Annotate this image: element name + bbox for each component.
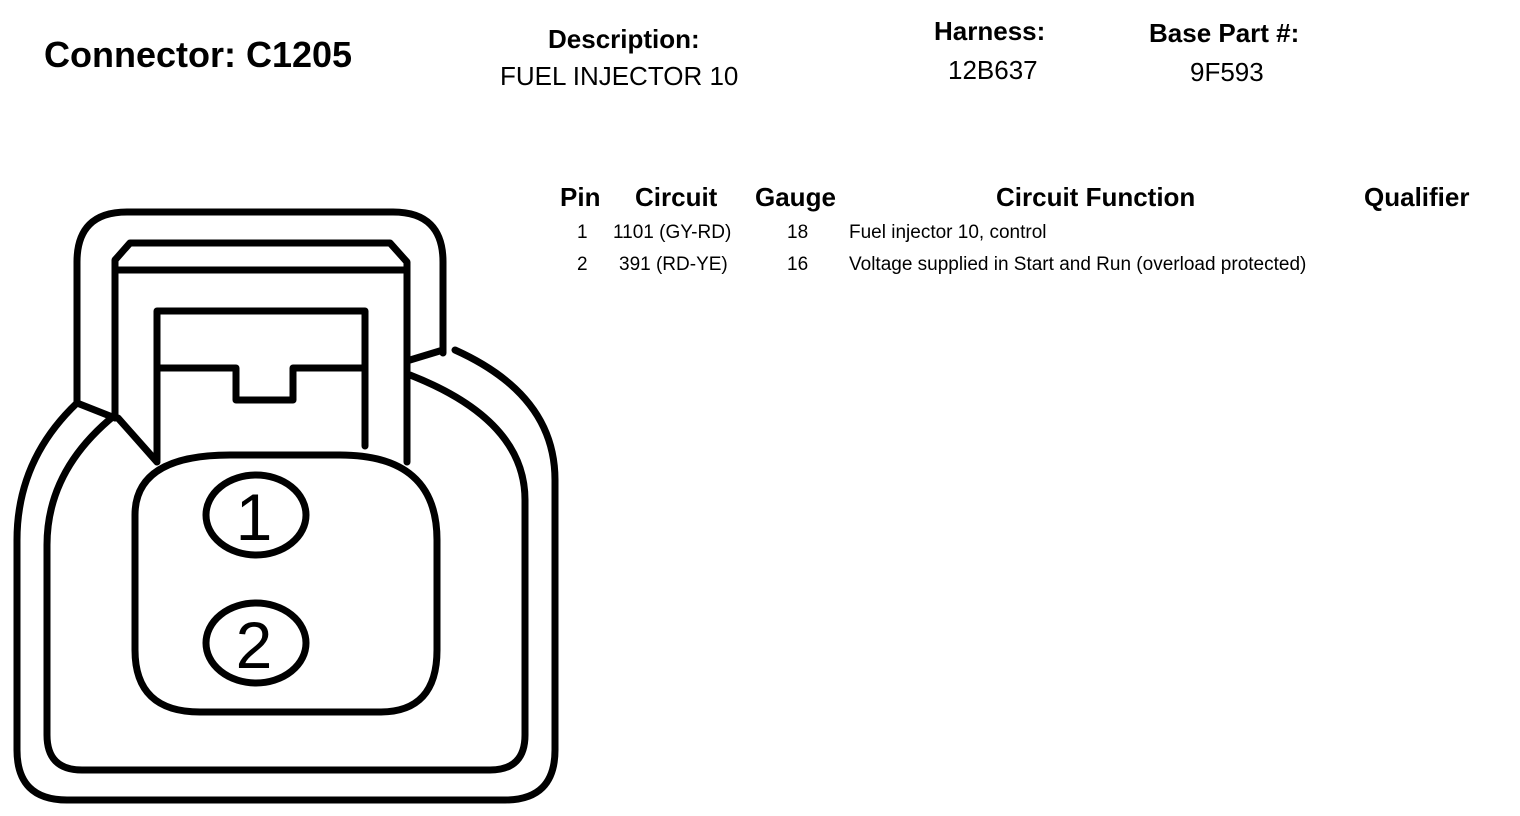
row-2-circuit: 391 (RD-YE) [619, 254, 728, 275]
connector-title: Connector: C1205 [44, 34, 353, 75]
pin-2-label: 2 [236, 608, 273, 682]
header-pin: Pin [560, 182, 601, 212]
row-2-pin: 2 [577, 254, 588, 275]
row-2-gauge: 16 [787, 254, 809, 275]
pin-cavity [131, 451, 441, 716]
harness-label: Harness: [934, 16, 1046, 46]
row-1-circuit: 1101 (GY-RD) [613, 222, 732, 243]
description-label: Description: [548, 24, 700, 54]
latch-diagonal [73, 399, 119, 422]
shell-joint [406, 346, 447, 364]
tab-guide [114, 414, 161, 466]
connector-inner-shell [43, 371, 529, 774]
base-part-value: 9F593 [1190, 57, 1264, 87]
tab-notch [156, 364, 369, 404]
header-gauge: Gauge [755, 182, 836, 212]
connector-outer-shell [13, 208, 559, 804]
row-1-gauge: 18 [787, 222, 809, 243]
pin-1-label: 1 [236, 480, 273, 554]
latch-frame [111, 239, 411, 466]
header-circuit: Circuit [635, 182, 718, 212]
row-1-function: Fuel injector 10, control [849, 222, 1047, 243]
row-2-function: Voltage supplied in Start and Run (overl… [849, 254, 1307, 275]
header-qualifier: Qualifier [1364, 182, 1470, 212]
header-circuit-function: Circuit Function [996, 182, 1196, 212]
pin-2-circle [202, 599, 310, 687]
description-value: FUEL INJECTOR 10 [500, 61, 739, 91]
harness-value: 12B637 [948, 55, 1038, 85]
locking-tab [153, 307, 369, 464]
row-1-pin: 1 [577, 222, 588, 243]
base-part-label: Base Part #: [1149, 18, 1300, 48]
pin-1-circle [202, 471, 310, 559]
